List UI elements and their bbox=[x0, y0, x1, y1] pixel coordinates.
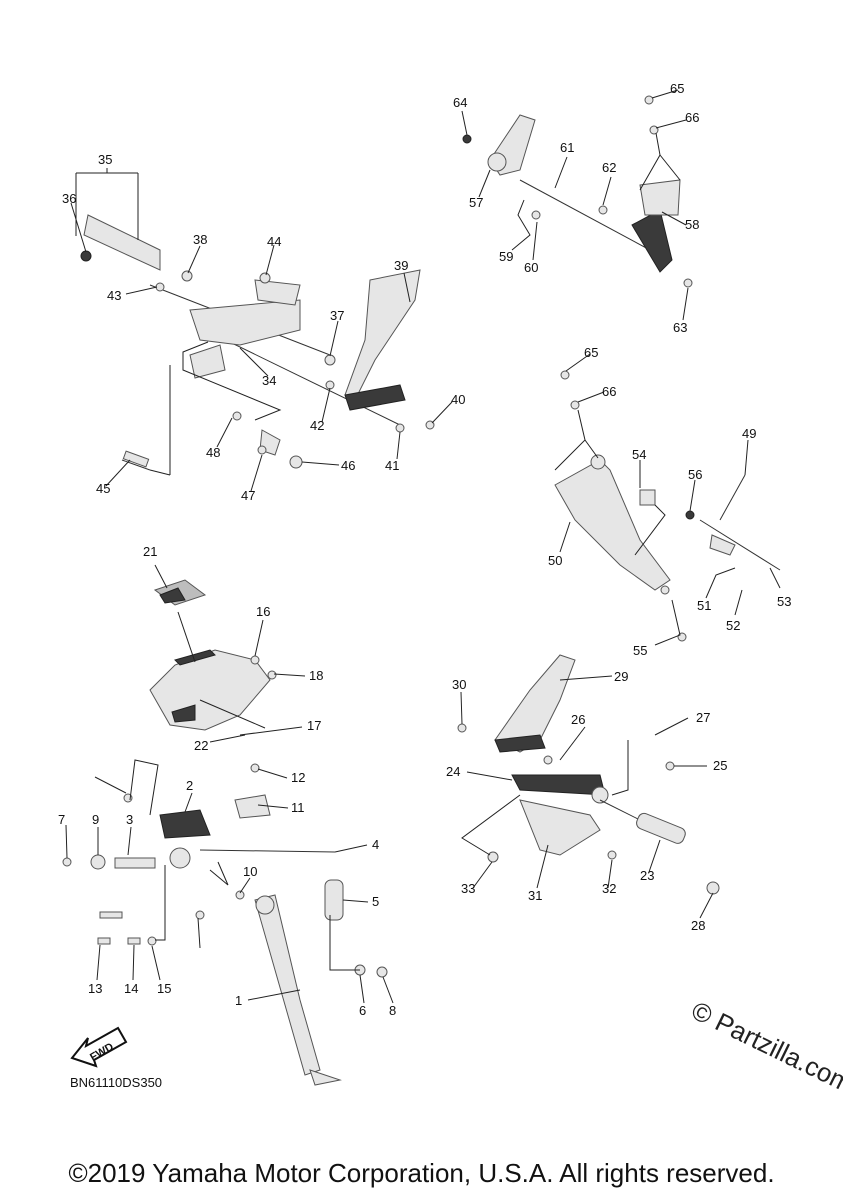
part-number-label: 30 bbox=[452, 677, 466, 692]
part-number-labels: 1 2 3 4 5 6 7 8 9 10 11 12 13 14 15 16 1… bbox=[58, 81, 791, 1018]
passenger-footrest-upper bbox=[462, 95, 693, 288]
part-number-label: 21 bbox=[143, 544, 157, 559]
part-number-label: 60 bbox=[524, 260, 538, 275]
part-number-label: 10 bbox=[243, 864, 257, 879]
part-number-label: 39 bbox=[394, 258, 408, 273]
part-number-label: 58 bbox=[685, 217, 699, 232]
fwd-arrow-icon: FWD bbox=[70, 1026, 128, 1068]
footrest-stay-part bbox=[554, 459, 671, 591]
part-number-label: 35 bbox=[98, 152, 112, 167]
part-number-label: 4 bbox=[372, 837, 379, 852]
part-number-label: 28 bbox=[691, 918, 705, 933]
part-number-label: 2 bbox=[186, 778, 193, 793]
part-number-label: 44 bbox=[267, 234, 281, 249]
stand-bracket-part bbox=[159, 809, 211, 839]
footrest-assembly-right bbox=[457, 654, 720, 895]
copyright-footer: ©2019 Yamaha Motor Corporation, U.S.A. A… bbox=[68, 1158, 775, 1188]
part-number-label: 11 bbox=[291, 800, 305, 815]
part-number-label: 59 bbox=[499, 249, 513, 264]
part-number-label: 26 bbox=[571, 712, 585, 727]
part-number-label: 36 bbox=[62, 191, 76, 206]
part-number-label: 62 bbox=[602, 160, 616, 175]
part-number-label: 48 bbox=[206, 445, 220, 460]
part-number-label: 52 bbox=[726, 618, 740, 633]
footrest-bracket-part bbox=[511, 774, 606, 796]
side-stand-part bbox=[254, 894, 321, 1076]
part-number-label: 46 bbox=[341, 458, 355, 473]
footpeg-part bbox=[344, 269, 421, 401]
part-number-label: 9 bbox=[92, 812, 99, 827]
part-number-label: 37 bbox=[330, 308, 344, 323]
part-number-label: 33 bbox=[461, 881, 475, 896]
part-number-label: 66 bbox=[685, 110, 699, 125]
part-number-label: 6 bbox=[359, 1003, 366, 1018]
part-number-label: 1 bbox=[235, 993, 242, 1008]
part-number-label: 53 bbox=[777, 594, 791, 609]
part-number-label: 22 bbox=[194, 738, 208, 753]
part-number-label: 3 bbox=[126, 812, 133, 827]
part-number-label: 45 bbox=[96, 481, 110, 496]
part-number-label: 25 bbox=[713, 758, 727, 773]
part-number-label: 34 bbox=[262, 373, 276, 388]
part-number-label: 27 bbox=[696, 710, 710, 725]
part-number-label: 54 bbox=[632, 447, 646, 462]
rider-footrest-assembly bbox=[80, 214, 435, 471]
part-number-label: 47 bbox=[241, 488, 255, 503]
part-number-label: 51 bbox=[697, 598, 711, 613]
footrest-bracket-part bbox=[83, 214, 161, 271]
part-number-label: 32 bbox=[602, 881, 616, 896]
bolt-part bbox=[80, 250, 92, 262]
part-number-label: 49 bbox=[742, 426, 756, 441]
part-number-label: 57 bbox=[469, 195, 483, 210]
part-number-label: 15 bbox=[157, 981, 171, 996]
part-number-label: 23 bbox=[640, 868, 654, 883]
part-number-label: 66 bbox=[602, 384, 616, 399]
part-number-label: 50 bbox=[548, 553, 562, 568]
diagram-code: BN61110DS350 bbox=[70, 1075, 163, 1090]
part-number-label: 13 bbox=[88, 981, 102, 996]
footrest-plate-part bbox=[631, 209, 673, 273]
part-number-label: 12 bbox=[291, 770, 305, 785]
part-number-label: 63 bbox=[673, 320, 687, 335]
part-number-label: 64 bbox=[453, 95, 467, 110]
part-number-label: 31 bbox=[528, 888, 542, 903]
passenger-footrest-lower bbox=[554, 370, 781, 642]
heel-guard-assembly bbox=[149, 579, 277, 731]
part-number-label: 43 bbox=[107, 288, 121, 303]
part-number-label: 42 bbox=[310, 418, 324, 433]
part-number-label: 18 bbox=[309, 668, 323, 683]
part-number-label: 7 bbox=[58, 812, 65, 827]
part-number-label: 29 bbox=[614, 669, 628, 684]
side-stand-assembly bbox=[62, 763, 388, 1086]
part-number-label: 65 bbox=[670, 81, 684, 96]
part-number-label: 65 bbox=[584, 345, 598, 360]
part-number-label: 16 bbox=[256, 604, 270, 619]
part-number-label: 14 bbox=[124, 981, 138, 996]
part-number-label: 8 bbox=[389, 1003, 396, 1018]
part-number-label: 40 bbox=[451, 392, 465, 407]
bracket-part bbox=[254, 279, 301, 306]
footpeg-base-part bbox=[344, 384, 406, 411]
part-number-label: 61 bbox=[560, 140, 574, 155]
part-number-label: 17 bbox=[307, 718, 321, 733]
part-number-label: 41 bbox=[385, 458, 399, 473]
part-number-label: 5 bbox=[372, 894, 379, 909]
part-number-label: 24 bbox=[446, 764, 460, 779]
part-number-label: 55 bbox=[633, 643, 647, 658]
part-number-label: 56 bbox=[688, 467, 702, 482]
leader-lines bbox=[65, 89, 781, 1004]
part-number-label: 38 bbox=[193, 232, 207, 247]
